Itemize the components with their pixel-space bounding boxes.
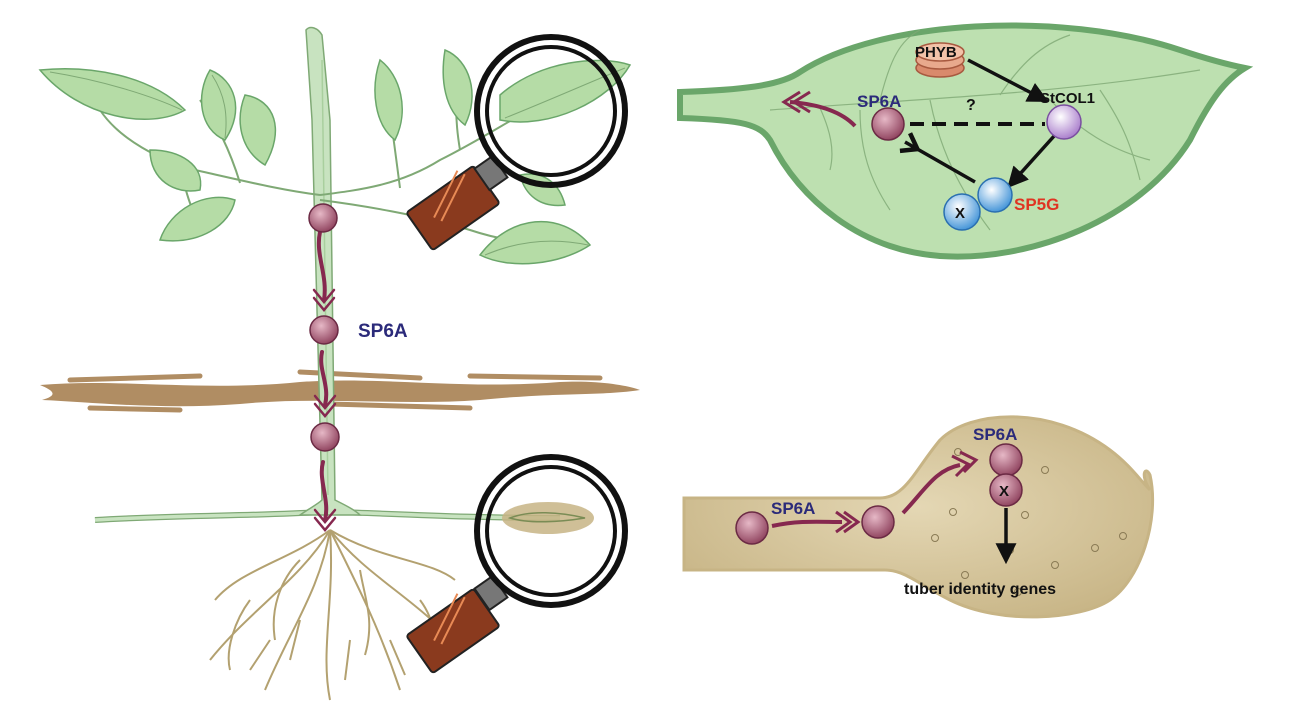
x-repress-sp6a-arrow xyxy=(899,132,976,184)
question-label: ? xyxy=(966,97,976,114)
leaf xyxy=(158,196,236,242)
leaf-x-label: X xyxy=(955,205,965,222)
sp6a-protein-tuber xyxy=(989,443,1023,477)
tuber-initiation-spot xyxy=(502,502,594,534)
root-system xyxy=(209,529,461,701)
leaf-sp6a-label: SP6A xyxy=(857,92,901,111)
stolon-arrow-2 xyxy=(901,463,961,515)
stem-transport: SP6A xyxy=(308,203,408,532)
leaf xyxy=(200,69,237,141)
leaf xyxy=(442,48,473,127)
leaf xyxy=(478,220,592,265)
soil-layer xyxy=(40,369,640,413)
stolon-sp6a-top-label: SP6A xyxy=(973,425,1017,444)
x-protein-tuber xyxy=(989,473,1023,507)
sp6a-protein-leaf xyxy=(871,107,905,141)
leaf xyxy=(239,94,277,167)
tuber-detail-panel: SP6A SP6A X tuber identity genes xyxy=(682,415,1155,619)
sp6a-protein-stem-3 xyxy=(310,422,340,452)
phyb-to-stcol1-arrow xyxy=(967,58,1049,102)
stcol1-to-sp5g-arrow xyxy=(1007,133,1057,189)
sp6a-protein-stolon-1 xyxy=(735,511,769,545)
leaf xyxy=(149,149,202,192)
sp6a-protein-stolon-2 xyxy=(861,505,895,539)
x-protein-leaf xyxy=(943,193,981,231)
stem-sp6a-label: SP6A xyxy=(358,321,408,342)
sp5g-label: SP5G xyxy=(1014,195,1059,214)
stolon-arrow-1 xyxy=(771,519,843,528)
leaf xyxy=(38,68,187,120)
phyb-label: PHYB xyxy=(915,44,957,61)
stcol1-protein xyxy=(1046,104,1082,140)
leaf xyxy=(374,58,403,142)
foliage xyxy=(38,48,632,265)
tuber-outline xyxy=(682,415,1155,619)
tuber-x-label: X xyxy=(999,483,1009,500)
sp6a-protein-stem-1 xyxy=(308,203,338,233)
tuber-genes-label: tuber identity genes xyxy=(904,581,1056,598)
sp6a-protein-stem-2 xyxy=(309,315,339,345)
stem-arrow-1 xyxy=(316,230,327,302)
sp5g-protein xyxy=(977,177,1013,213)
stcol1-label: StCOL1 xyxy=(1040,90,1095,107)
phyb-molecule xyxy=(915,42,965,78)
leaf-detail-panel: PHYB SP6A ? StCOL1 X SP5G xyxy=(677,22,1254,260)
magnifier-stolon-icon xyxy=(406,454,628,674)
stem-arrow-3 xyxy=(319,460,329,522)
stem-arrow-2 xyxy=(319,350,329,407)
stolon-sp6a-left-label: SP6A xyxy=(771,499,815,518)
magnifier-leaf-icon xyxy=(406,34,628,251)
